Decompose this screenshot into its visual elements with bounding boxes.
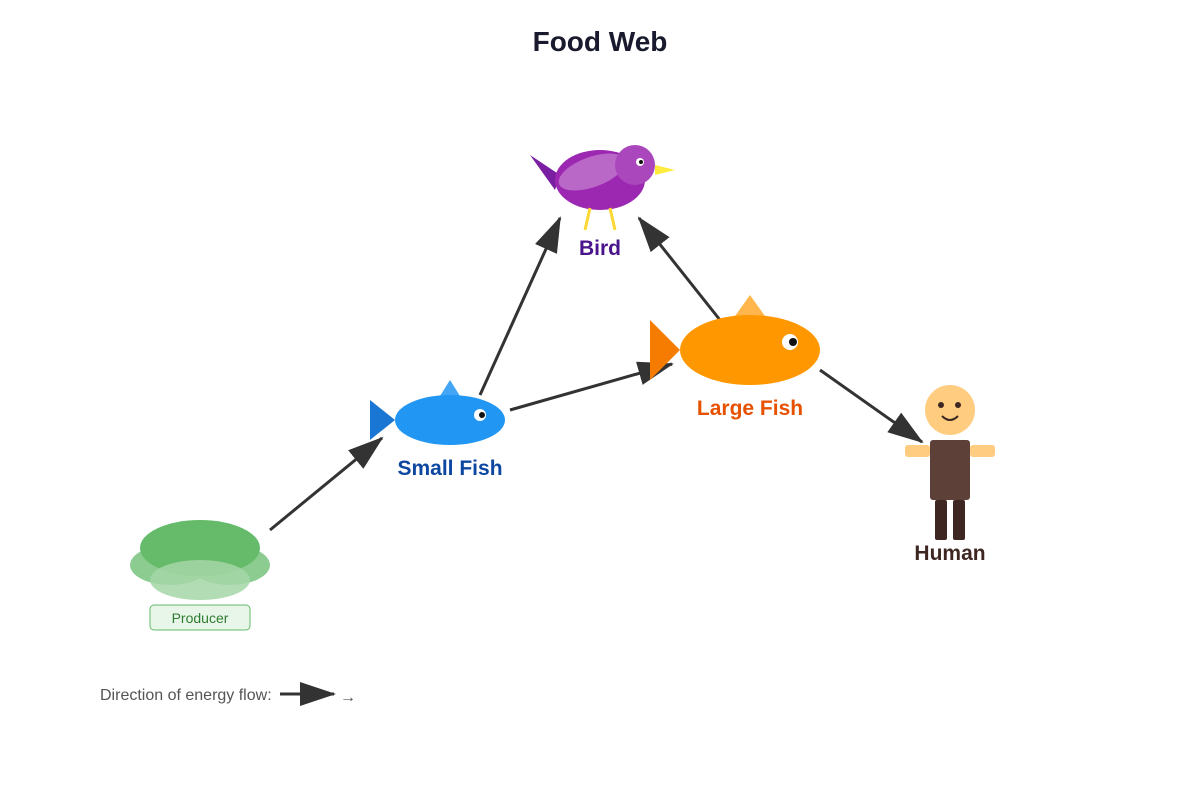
producer-badge-text: Producer (172, 610, 229, 626)
small-fish-node: Small Fish (370, 380, 505, 480)
edge-small-fish-bird (478, 216, 562, 396)
human-label: Human (914, 542, 985, 565)
edges (269, 216, 924, 532)
legend: Direction of energy flow: → (100, 682, 356, 706)
bird-label: Bird (579, 237, 621, 260)
edge-producer-small-fish (269, 436, 384, 532)
large-fish-node: Large Fish (650, 295, 820, 420)
edge-large-fish-bird (637, 216, 722, 321)
legend-arrow-glyph: → (340, 689, 356, 706)
small-fish-icon (370, 380, 505, 445)
plant-icon (130, 520, 270, 600)
bird-icon (530, 145, 675, 231)
edge-large-fish-human (819, 368, 924, 444)
legend-text: Direction of energy flow: (100, 687, 272, 704)
page-title: Food Web (533, 26, 668, 57)
large-fish-label: Large Fish (697, 397, 803, 420)
human-node: Human (905, 385, 995, 565)
human-icon (905, 385, 995, 540)
edge-small-fish-large-fish (509, 361, 674, 412)
producer-node: Producer (130, 520, 270, 631)
large-fish-icon (650, 295, 820, 385)
small-fish-label: Small Fish (397, 457, 502, 480)
bird-node: Bird (530, 145, 675, 260)
producer-badge (149, 604, 251, 631)
